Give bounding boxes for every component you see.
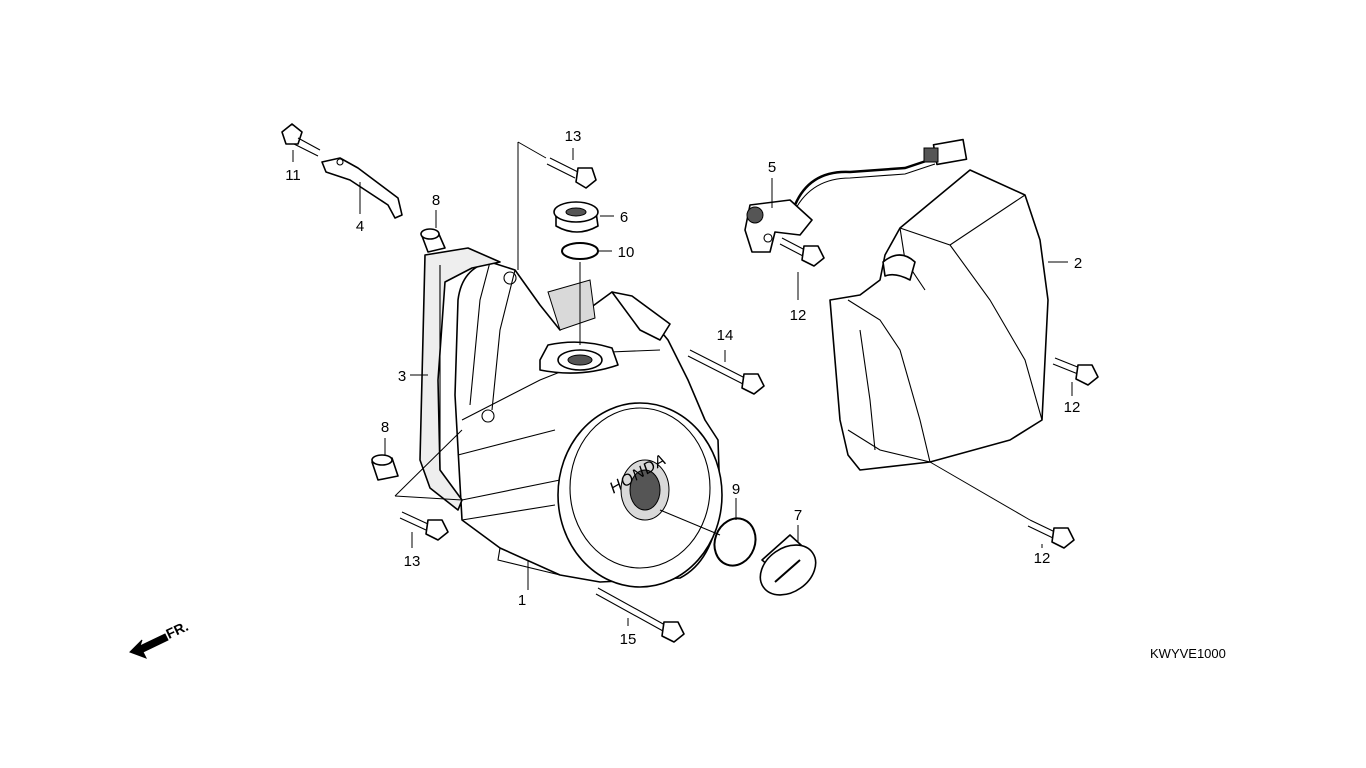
callout-13-upper: 13 [565,128,582,145]
bolt-11[interactable] [281,123,321,157]
bolt-12-bottom[interactable] [1027,519,1075,549]
front-arrow: FR. [129,618,191,659]
callout-14: 14 [717,327,734,344]
bolt-12-right[interactable] [1052,357,1099,386]
callout-12-sensor: 12 [790,307,807,324]
bolt-15[interactable] [595,587,685,643]
side-cover[interactable] [829,169,1049,471]
callout-4: 4 [356,218,364,235]
callout-8-lower: 8 [381,419,389,436]
callout-6: 6 [620,209,628,226]
o-ring-9[interactable] [708,513,762,572]
bolt-14[interactable] [687,349,765,395]
callout-8-upper: 8 [432,192,440,209]
callout-7: 7 [794,507,802,524]
bolt-13-upper[interactable] [546,157,597,189]
gasket[interactable] [419,247,501,511]
dowel-pin-lower[interactable] [371,454,399,481]
filler-cap[interactable] [553,201,599,233]
bracket[interactable] [321,157,403,219]
callout-13-lower: 13 [404,553,421,570]
front-label: FR. [163,618,190,642]
sensor-harness[interactable] [744,138,968,253]
front-arrow-icon [129,633,169,659]
callout-3: 3 [398,368,406,385]
callout-9: 9 [732,481,740,498]
callout-5: 5 [768,159,776,176]
callout-10: 10 [618,244,635,261]
callout-labels: 1 2 3 4 5 6 7 8 8 9 10 11 12 12 12 13 13… [285,128,1082,648]
dowel-pin-upper[interactable] [420,228,446,253]
callout-12-bottom: 12 [1034,550,1051,567]
callout-11: 11 [285,167,301,184]
bolt-12-sensor[interactable] [779,237,825,267]
bolt-13-lower[interactable] [399,511,449,541]
callout-15: 15 [620,631,637,648]
leader-lines [292,141,1073,626]
o-ring-10[interactable] [561,242,599,260]
callout-12-right: 12 [1064,399,1081,416]
callout-1: 1 [518,592,526,609]
callout-2: 2 [1074,255,1082,272]
plug-cap[interactable] [751,534,825,605]
crankcase-cover[interactable]: HONDA [454,261,723,588]
diagram-code: KWYVE1000 [1150,646,1226,661]
